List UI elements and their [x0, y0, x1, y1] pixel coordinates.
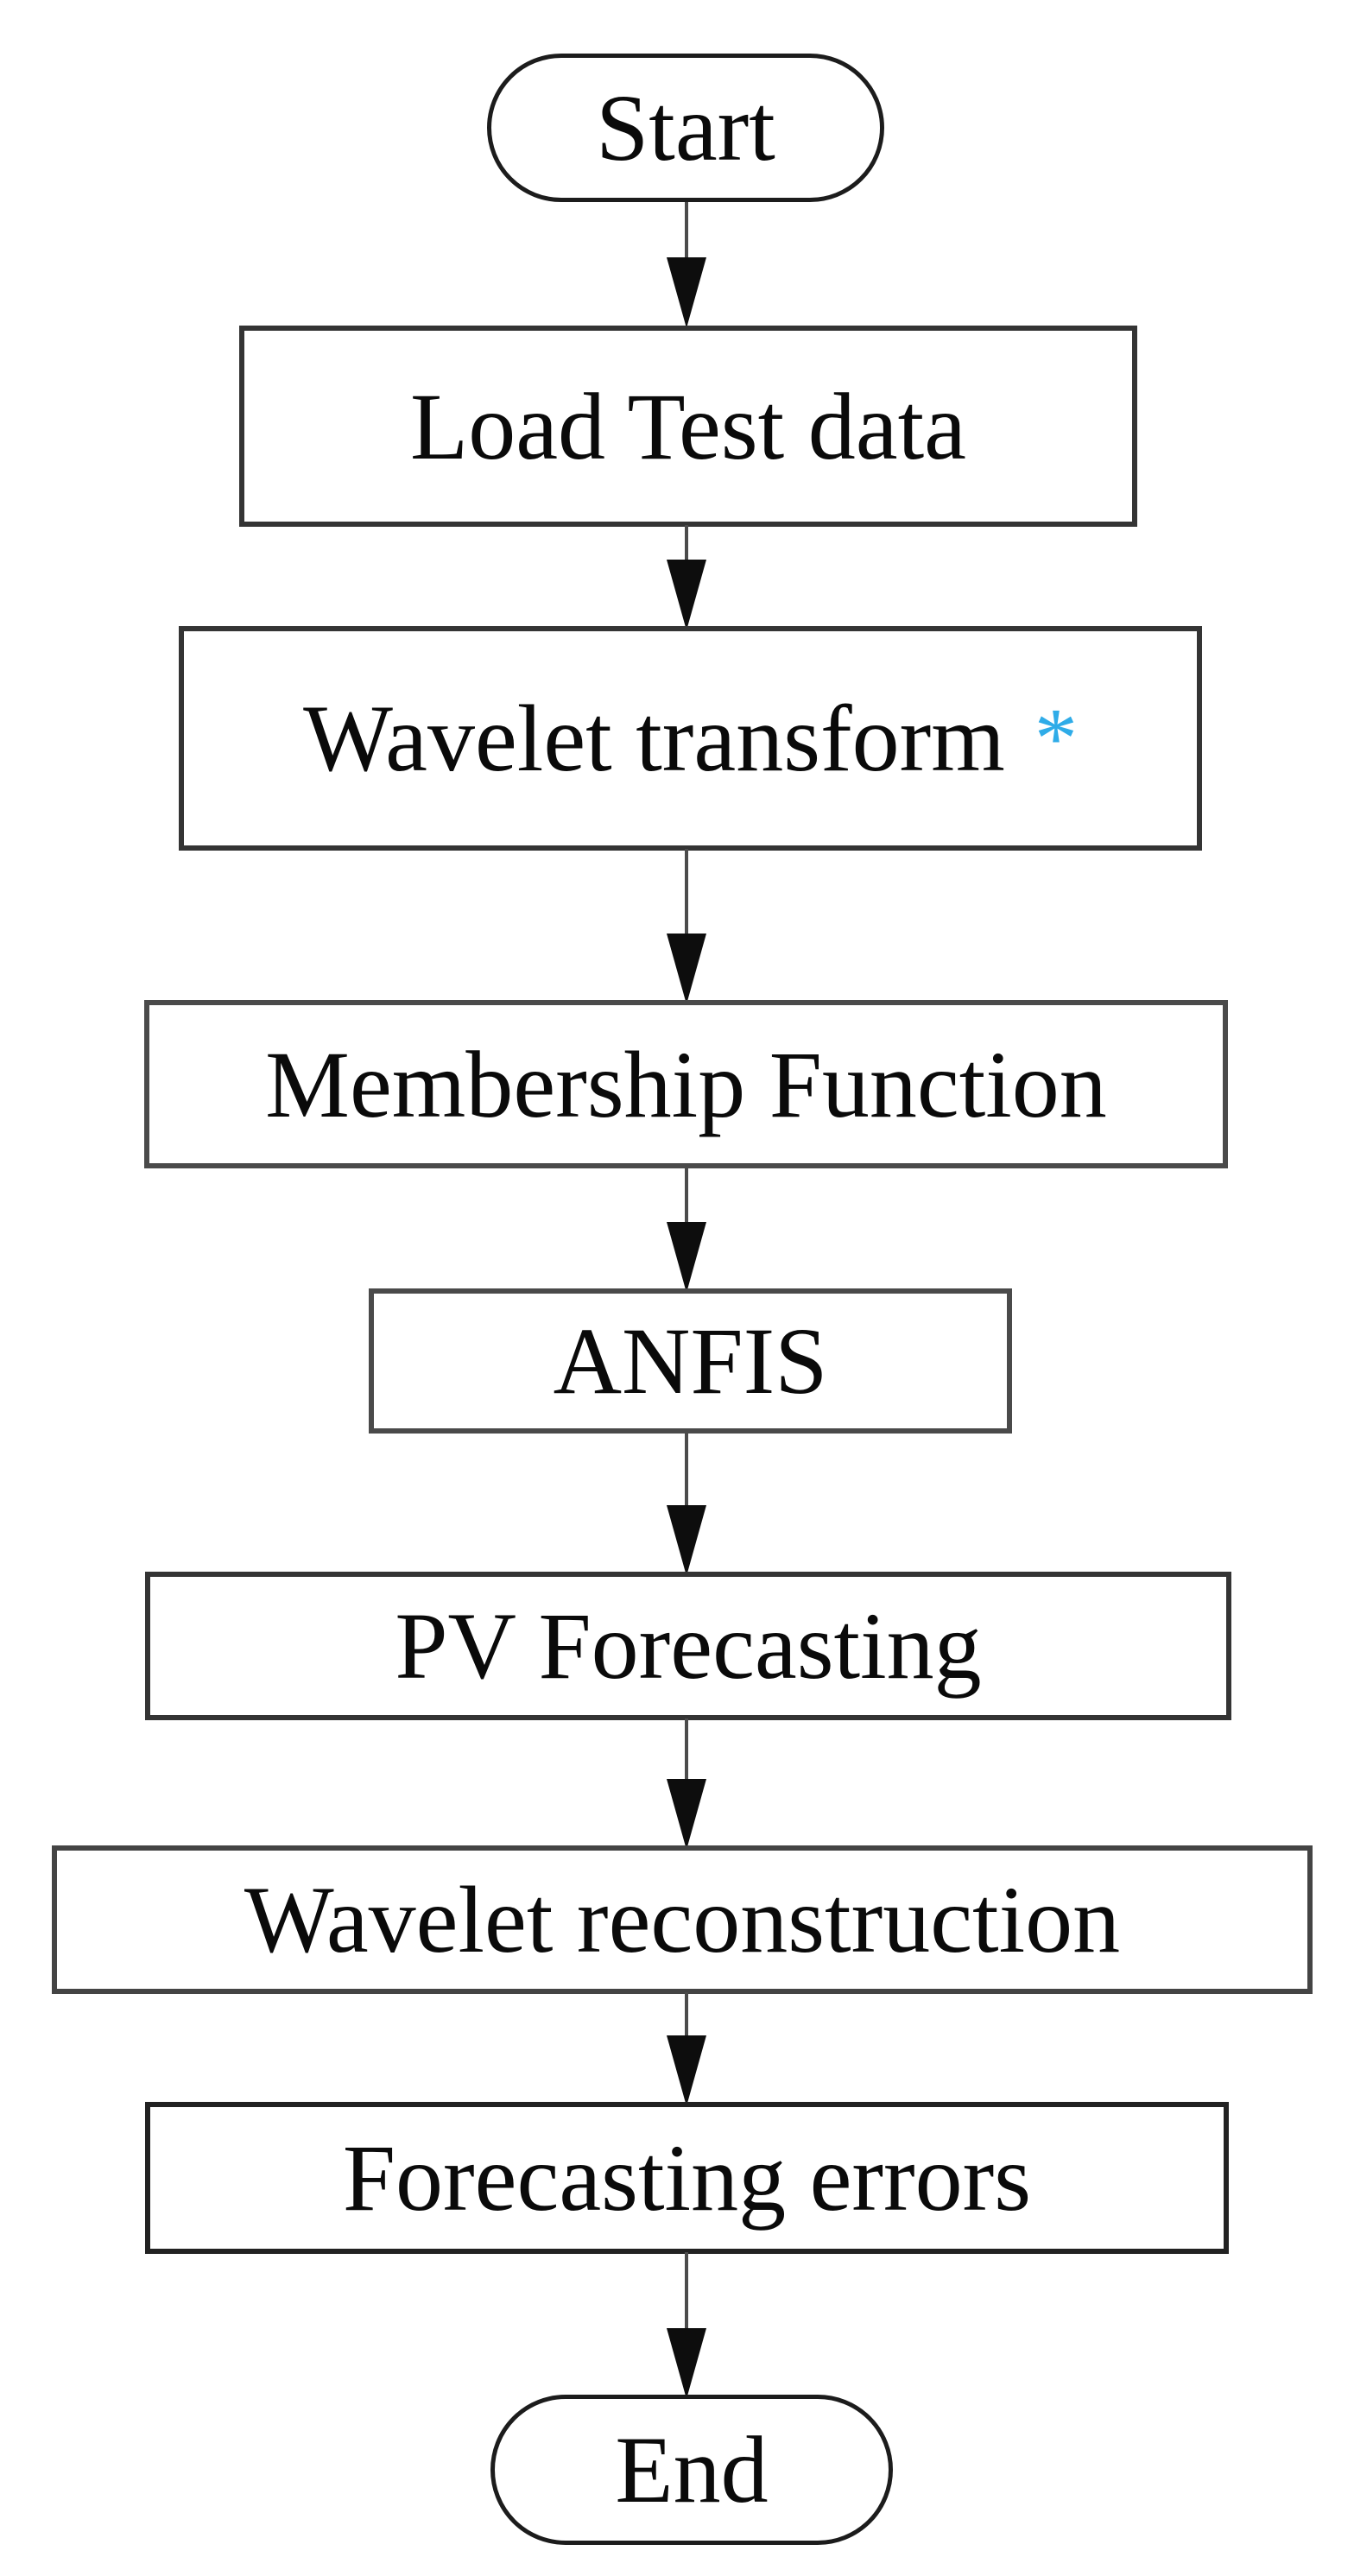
arrow-shaft — [685, 202, 688, 280]
arrow-shaft — [685, 849, 688, 956]
node-pv-forecasting: PV Forecasting — [145, 1572, 1231, 1720]
arrow-head-icon — [667, 934, 706, 1004]
node-forecasting-errors-label: Forecasting errors — [342, 2125, 1032, 2231]
node-start: Start — [487, 54, 884, 202]
node-end: End — [490, 2395, 893, 2545]
node-wavelet-transform: Wavelet transform * — [179, 626, 1202, 851]
arrow-shaft — [685, 1432, 688, 1528]
node-wavelet-reconstruction-label: Wavelet reconstruction — [244, 1867, 1121, 1972]
arrow-membership-to-anfis — [667, 1167, 706, 1293]
arrow-reconstruction-to-errors — [667, 1992, 706, 2106]
arrow-load-to-wavelet-transform — [667, 525, 706, 630]
arrow-shaft — [685, 525, 688, 582]
arrow-pv-to-wavelet-reconstruction — [667, 1718, 706, 1850]
node-load-test-data: Load Test data — [239, 326, 1137, 527]
node-start-label: Start — [596, 75, 775, 180]
node-wavelet-transform-label: Wavelet transform — [303, 686, 1005, 791]
arrow-start-to-load — [667, 202, 706, 328]
node-wavelet-reconstruction: Wavelet reconstruction — [52, 1845, 1313, 1994]
node-end-label: End — [615, 2417, 769, 2522]
asterisk-annotation: * — [1034, 690, 1078, 786]
arrow-head-icon — [667, 2035, 706, 2106]
arrow-head-icon — [667, 1222, 706, 1293]
node-membership-function: Membership Function — [144, 1000, 1228, 1168]
arrow-shaft — [685, 2252, 688, 2351]
arrow-wavelet-transform-to-membership — [667, 849, 706, 1004]
arrow-anfis-to-pv-forecasting — [667, 1432, 706, 1576]
node-anfis-label: ANFIS — [553, 1308, 828, 1414]
node-load-test-data-label: Load Test data — [410, 373, 966, 479]
arrow-head-icon — [667, 560, 706, 630]
node-anfis: ANFIS — [369, 1288, 1012, 1434]
arrow-shaft — [685, 1992, 688, 2058]
arrow-shaft — [685, 1718, 688, 1801]
arrow-head-icon — [667, 257, 706, 328]
arrow-shaft — [685, 1167, 688, 1244]
node-membership-function-label: Membership Function — [265, 1031, 1107, 1137]
node-forecasting-errors: Forecasting errors — [145, 2102, 1229, 2254]
arrow-head-icon — [667, 1779, 706, 1850]
node-pv-forecasting-label: PV Forecasting — [395, 1593, 982, 1699]
arrow-head-icon — [667, 1505, 706, 1576]
arrow-errors-to-end — [667, 2252, 706, 2399]
arrow-head-icon — [667, 2328, 706, 2399]
